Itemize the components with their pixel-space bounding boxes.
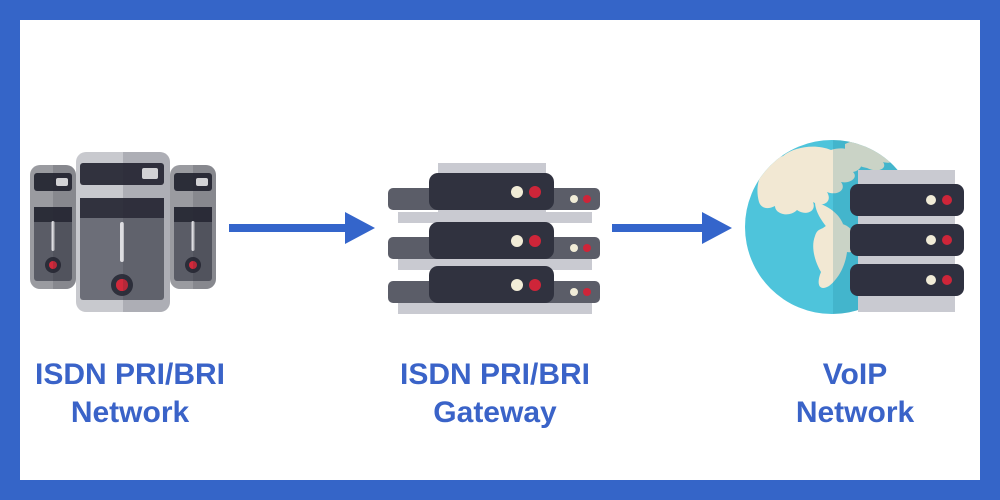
led-cream-icon (926, 275, 936, 285)
tower-band (80, 198, 164, 218)
led-cream-icon (511, 278, 523, 291)
server-unit (429, 173, 554, 210)
connector-arrow-1 (229, 212, 375, 244)
arrow-right-icon (345, 212, 375, 244)
led-cream-icon (570, 195, 578, 203)
led-red-icon (583, 288, 591, 296)
led-red-icon (942, 195, 952, 205)
led-red-icon (529, 278, 541, 291)
label-line1: ISDN PRI/BRI (34, 358, 226, 391)
tower-body (80, 198, 164, 300)
drive-button (56, 178, 68, 186)
pc-tower-right (170, 165, 216, 289)
node-label-isdn-gateway: ISDN PRI/BRI Gateway (384, 356, 606, 432)
server-unit (429, 222, 554, 259)
led-red-icon (583, 244, 591, 252)
server-unit (850, 264, 964, 296)
arrow-shaft (612, 224, 704, 232)
label-line1: VoIP (822, 358, 888, 391)
tower-slider (51, 221, 55, 251)
led-red-icon (583, 195, 591, 203)
rack-strip (398, 212, 592, 223)
tower-body (34, 207, 72, 281)
led-cream-icon (511, 234, 523, 247)
label-line2: Network (70, 396, 190, 429)
server-unit (850, 184, 964, 216)
label-line1: ISDN PRI/BRI (399, 358, 591, 391)
label-line2: Network (795, 396, 915, 429)
node-isdn-pri-bri-network: ISDN PRI/BRI Network (20, 140, 240, 450)
tower-drive-panel (34, 173, 72, 191)
node-label-voip-network: VoIP Network (745, 356, 965, 432)
power-knob-icon (111, 274, 133, 296)
tower-band (174, 207, 212, 222)
rack-strip (398, 303, 592, 314)
led-cream-icon (926, 235, 936, 245)
node-isdn-pri-bri-gateway: ISDN PRI/BRI Gateway (384, 140, 606, 450)
tower-shading (193, 165, 216, 289)
node-voip-network: VoIP Network (745, 140, 965, 450)
server-rack-icon (388, 160, 602, 314)
tower-shading (53, 165, 76, 289)
tower-band (34, 207, 72, 222)
led-red-icon (529, 234, 541, 247)
rack-strip (398, 259, 592, 270)
tower-slider (191, 221, 195, 251)
led-cream-icon (511, 185, 523, 198)
node-label-isdn-network: ISDN PRI/BRI Network (20, 356, 240, 432)
drive-button (196, 178, 208, 186)
connector-arrow-2 (612, 212, 732, 244)
led-cream-icon (926, 195, 936, 205)
pc-tower-left (30, 165, 76, 289)
led-red-icon (942, 275, 952, 285)
tower-shading (123, 152, 170, 312)
led-red-icon (942, 235, 952, 245)
arrow-shaft (229, 224, 347, 232)
drive-button (142, 168, 158, 179)
led-cream-icon (570, 244, 578, 252)
server-unit (429, 266, 554, 303)
arrow-right-icon (702, 212, 732, 244)
label-line2: Gateway (433, 396, 557, 429)
led-cream-icon (570, 288, 578, 296)
tower-drive-panel (174, 173, 212, 191)
pc-tower-center (76, 152, 170, 312)
tower-slider (120, 222, 124, 262)
tower-body (174, 207, 212, 281)
led-red-icon (529, 185, 541, 198)
power-knob-icon (185, 257, 201, 273)
tower-drive-panel (80, 163, 164, 185)
power-knob-icon (45, 257, 61, 273)
server-unit (850, 224, 964, 256)
